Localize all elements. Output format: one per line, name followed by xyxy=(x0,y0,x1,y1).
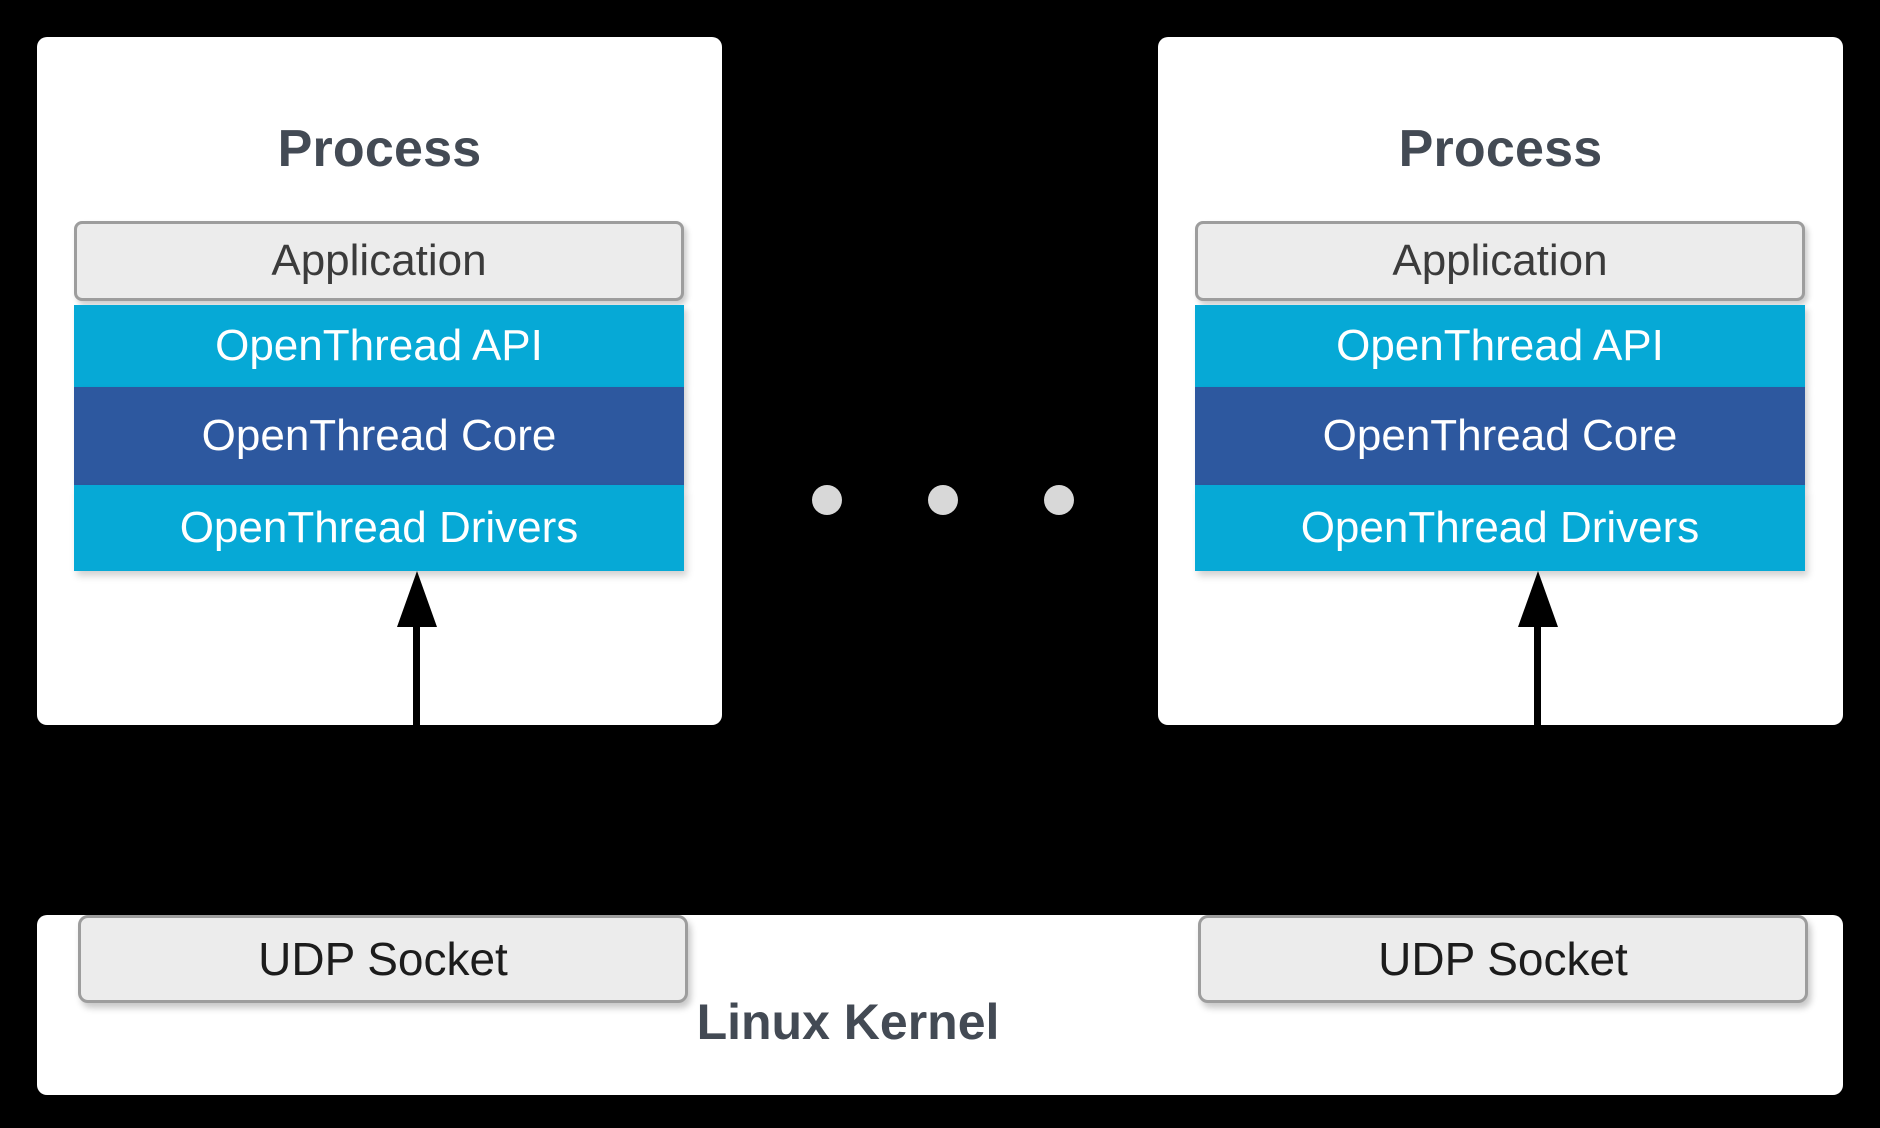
udp-socket-uplink-arrow-left xyxy=(385,571,449,725)
process-title-left: Process xyxy=(277,120,482,178)
process-card-right: Process Application OpenThread API OpenT… xyxy=(1158,37,1843,725)
more-processes-ellipsis xyxy=(812,485,1074,515)
layer-application-right: Application xyxy=(1195,221,1805,301)
layer-openthread-core-left: OpenThread Core xyxy=(74,387,684,485)
process-card-left: Process Application OpenThread API OpenT… xyxy=(37,37,722,725)
linux-kernel-card: UDP Socket Linux Kernel UDP Socket xyxy=(37,915,1843,1095)
layer-openthread-drivers-left: OpenThread Drivers xyxy=(74,485,684,571)
process-title-right: Process xyxy=(1398,120,1603,178)
udp-socket-box-left: UDP Socket xyxy=(78,915,688,1003)
layer-application-left: Application xyxy=(74,221,684,301)
linux-kernel-title: Linux Kernel xyxy=(696,994,1000,1050)
layer-openthread-api-left: OpenThread API xyxy=(74,305,684,387)
layer-openthread-core-right: OpenThread Core xyxy=(1195,387,1805,485)
ellipsis-dot-icon xyxy=(1044,485,1074,515)
ellipsis-dot-icon xyxy=(928,485,958,515)
udp-socket-uplink-arrow-right xyxy=(1506,571,1570,725)
layer-openthread-api-right: OpenThread API xyxy=(1195,305,1805,387)
ellipsis-dot-icon xyxy=(812,485,842,515)
udp-socket-box-right: UDP Socket xyxy=(1198,915,1808,1003)
layer-openthread-drivers-right: OpenThread Drivers xyxy=(1195,485,1805,571)
